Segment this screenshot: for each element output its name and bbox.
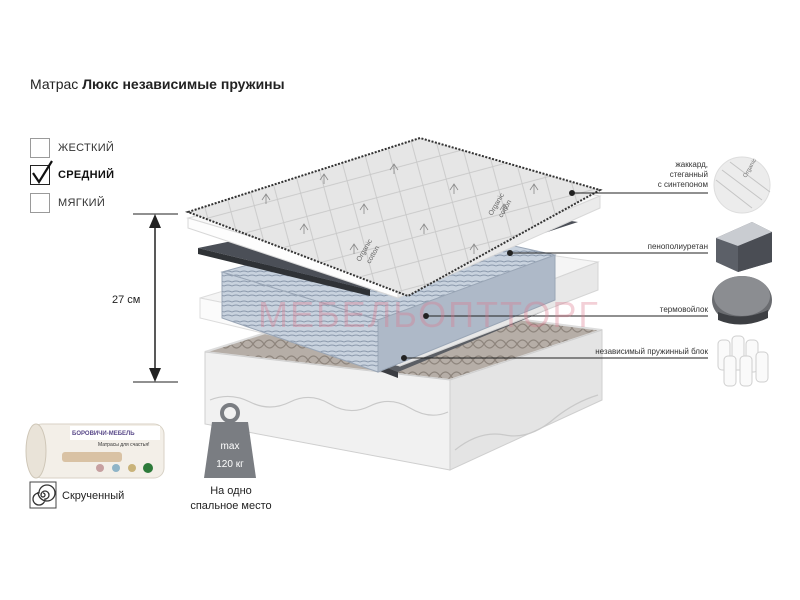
packaging-label: Скрученный [62, 490, 125, 502]
firmness-option-medium[interactable]: СРЕДНИЙ [30, 160, 115, 186]
callout-jacquard-line1: жаккард, [675, 160, 708, 169]
firmness-option-soft[interactable]: МЯГКИЙ [30, 192, 105, 214]
checkmark-icon [32, 160, 53, 185]
firmness-checkbox-medium[interactable] [30, 160, 53, 185]
callout-foam-line1: пенополиуретан [647, 242, 708, 251]
height-label: 27 см [112, 294, 141, 306]
callout-jacquard-line3: с синтепоном [657, 180, 708, 189]
firmness-checkbox-hard[interactable] [30, 138, 50, 158]
weight-value-label: 120 кг [216, 459, 244, 470]
callout-felt-line1: термовойлок [659, 305, 708, 314]
firmness-label-hard: ЖЕСТКИЙ [58, 142, 115, 154]
foam-block-sample-icon [716, 222, 772, 272]
pocket-springs-sample-icon [717, 335, 769, 387]
callout-springs-line1: независимый пружинный блок [595, 347, 708, 356]
callout-felt: термовойлок [660, 305, 708, 315]
firmness-checkbox-soft[interactable] [30, 193, 50, 213]
title-prefix: Матрас [30, 76, 79, 92]
package-tagline: Матрасы для счастья! [98, 442, 149, 448]
weight-caption: На одно спальное место [186, 484, 276, 514]
felt-layer-sample-icon [712, 276, 772, 325]
weight-icon: max 120 кг [204, 403, 256, 478]
quilted-fabric-sample-icon: Organic [713, 156, 771, 214]
firmness-label-soft: МЯГКИЙ [58, 197, 106, 209]
callout-jacquard-line2: стеганный [669, 170, 708, 179]
weight-caption-line1: На одно [210, 485, 252, 497]
rolled-mattress-package-icon: БОРОВИЧИ-МЕБЕЛЬ Матрасы для счастья! [25, 423, 165, 479]
package-brand: БОРОВИЧИ-МЕБЕЛЬ [72, 431, 135, 437]
firmness-label-medium: СРЕДНИЙ [58, 169, 115, 181]
watermark: МЕБЕЛЬОПТТОРГ [258, 294, 600, 335]
callout-jacquard: жаккард, стеганный с синтепоном [658, 160, 708, 190]
height-dimension-arrow [133, 213, 178, 383]
weight-max-label: max [221, 441, 240, 452]
page-title: Матрас Люкс независимые пружины [30, 76, 285, 92]
firmness-option-hard[interactable]: ЖЕСТКИЙ [30, 137, 114, 159]
callout-foam: пенополиуретан [648, 242, 708, 252]
title-name: Люкс независимые пружины [82, 76, 285, 92]
callout-springs: независимый пружинный блок [595, 347, 708, 357]
callout-leaders [401, 190, 708, 361]
quilted-cover-layer: Organic cotton Organic cotton [184, 136, 603, 298]
weight-caption-line2: спальное место [190, 500, 272, 512]
rolled-spiral-icon [29, 481, 57, 509]
